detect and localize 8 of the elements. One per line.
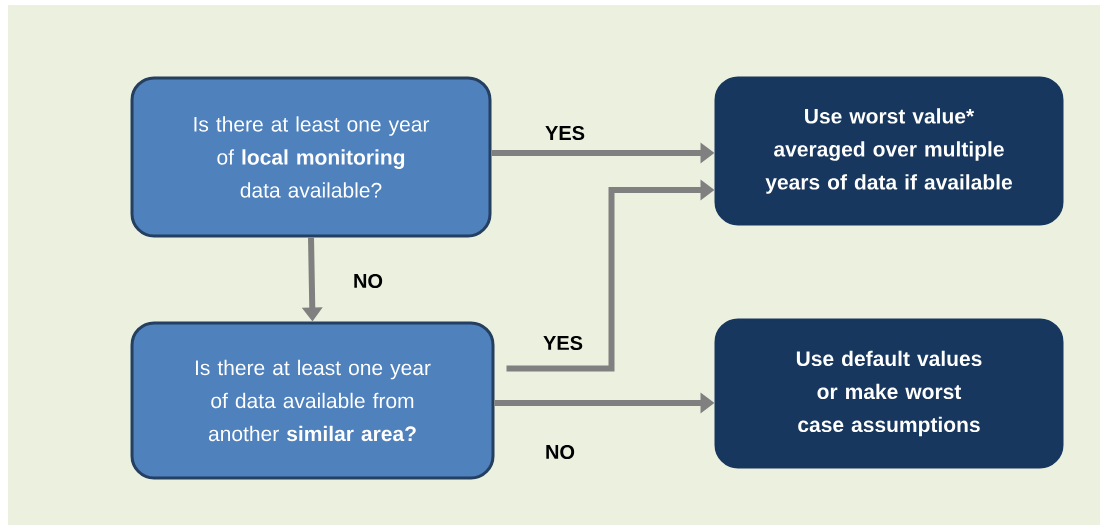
answer-box: Use default values or make worst case assumptions bbox=[714, 318, 1064, 469]
question-box: Is there at least one year of local monitoring data available? bbox=[130, 76, 492, 238]
question-box: Is there at least one year of data available from another similar area? bbox=[130, 321, 495, 480]
edge-label: NO bbox=[546, 444, 575, 460]
edge-label: NO bbox=[354, 273, 383, 289]
answer-box: Use worst value* averaged over multiple years of data if available bbox=[714, 76, 1064, 226]
edge-label: YES bbox=[543, 335, 583, 351]
edge-label: YES bbox=[545, 125, 585, 141]
